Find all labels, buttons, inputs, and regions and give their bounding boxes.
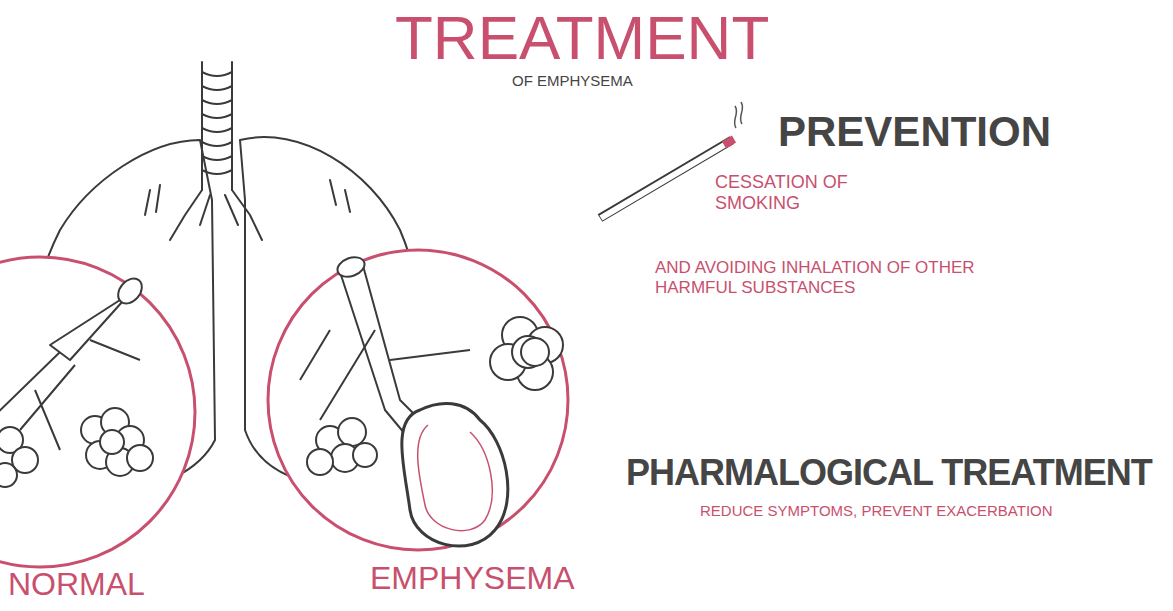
note-text: REDUCE SYMPTOMS, PREVENT EXACERBATION bbox=[700, 502, 1053, 519]
figure-label: NORMAL bbox=[8, 566, 145, 603]
section-heading: PHARMALOGICAL TREATMENT bbox=[626, 452, 1152, 493]
note-text: CESSATION OF SMOKING bbox=[715, 172, 905, 213]
title: TREATMENT bbox=[395, 2, 769, 73]
section-heading: PREVENTION bbox=[778, 108, 1051, 156]
subtitle: OF EMPHYSEMA bbox=[512, 72, 633, 89]
note-text: AND AVOIDING INHALATION OF OTHER HARMFUL… bbox=[655, 258, 1055, 297]
figure-label: EMPHYSEMA bbox=[370, 560, 574, 597]
